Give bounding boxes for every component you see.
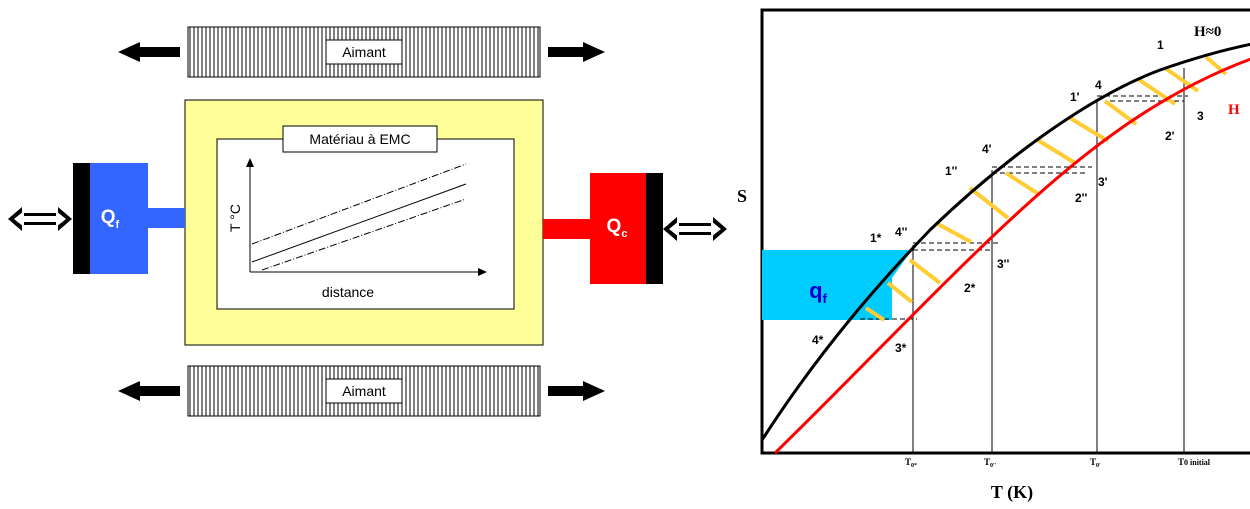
- tick-label: T: [905, 457, 911, 467]
- svg-text:Qc: Qc: [607, 216, 628, 240]
- hot-source-symbol: Q: [607, 216, 622, 237]
- cold-source-symbol: Q: [101, 207, 116, 228]
- hot-source: Qc: [543, 173, 663, 284]
- magnet-bottom-label: Aimant: [342, 383, 386, 399]
- qf-symbol: q: [809, 278, 822, 303]
- lower-curve: [773, 57, 1250, 455]
- point-label: 3'': [997, 257, 1010, 271]
- arrow-left-bottom-icon: [118, 381, 180, 401]
- point-label: 2': [1165, 129, 1175, 143]
- arrow-right-bottom-icon: [548, 381, 605, 401]
- qf-box: [762, 250, 892, 320]
- magnet-top: Aimant: [187, 26, 541, 78]
- qf-sub: f: [823, 291, 828, 306]
- point-label: 1: [1157, 38, 1164, 52]
- point-label: 4: [1095, 78, 1102, 92]
- svg-text:T0'': T0'': [984, 457, 997, 469]
- magnet-top-label: Aimant: [342, 44, 386, 60]
- graph-y-label: T °C: [227, 204, 243, 232]
- svg-text:T0': T0': [1090, 457, 1101, 469]
- tick-sub: 0*: [911, 463, 917, 469]
- double-arrow-right-icon: [663, 217, 727, 241]
- curve-h-label: H: [1228, 102, 1240, 118]
- chart-frame: [760, 8, 1250, 455]
- cold-source: Qf: [73, 163, 185, 274]
- hot-source-sub: c: [621, 228, 627, 240]
- curve-h0-label: H≈0: [1194, 24, 1221, 40]
- tick-label: T: [984, 457, 990, 467]
- cold-source-sub: f: [116, 219, 120, 231]
- arrow-left-top-icon: [118, 42, 180, 62]
- upper-curve: [760, 42, 1250, 441]
- point-label: 2*: [964, 281, 976, 295]
- axis-t-label: T (K): [991, 482, 1033, 503]
- point-label: 4*: [812, 333, 824, 347]
- material-frame: [216, 138, 515, 310]
- tick-sub: 0': [1096, 463, 1101, 469]
- point-label: 3: [1197, 109, 1204, 123]
- magnet-bottom: Aimant: [187, 365, 541, 417]
- arrow-right-top-icon: [548, 42, 605, 62]
- svg-text:Qf: Qf: [101, 207, 120, 231]
- point-label: 4'': [895, 225, 908, 239]
- point-label: 1': [1070, 90, 1080, 104]
- point-label: 3': [1098, 175, 1108, 189]
- axis-s-label: S: [737, 186, 747, 206]
- graph-x-label: distance: [322, 284, 374, 300]
- tick-label: T: [1178, 457, 1184, 467]
- point-label: 1'': [945, 164, 958, 178]
- tick-label: T: [1090, 457, 1096, 467]
- left-diagram: Aimant Matériau à EMC T °C distance: [8, 26, 727, 417]
- svg-text:T0 initial: T0 initial: [1178, 457, 1211, 467]
- double-arrow-left-icon: [8, 207, 72, 231]
- tick-sub: 0'': [990, 463, 997, 469]
- point-label: 1*: [870, 231, 882, 245]
- tick-sub: 0 initial: [1184, 458, 1211, 467]
- svg-text:qf: qf: [809, 278, 827, 306]
- point-label: 3*: [895, 341, 907, 355]
- point-label: 4': [982, 142, 992, 156]
- svg-text:T0*: T0*: [905, 457, 917, 469]
- point-label: 2'': [1075, 191, 1088, 205]
- material-title: Matériau à EMC: [309, 131, 410, 147]
- material-graph: T °C distance: [227, 158, 487, 300]
- right-diagram: qf: [737, 8, 1250, 503]
